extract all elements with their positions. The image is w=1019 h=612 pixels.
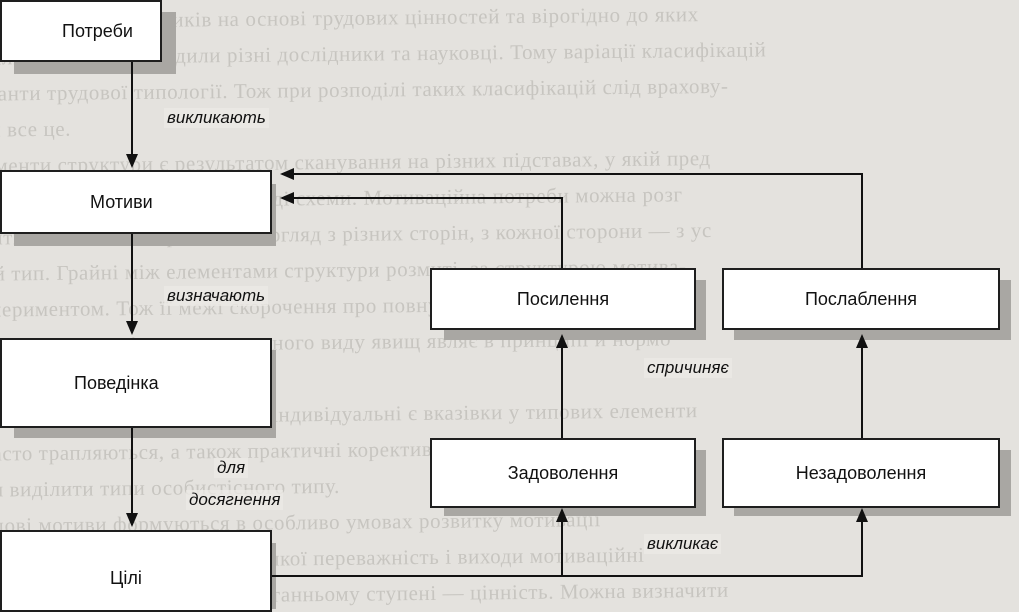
node-nezadovolennia: Незадоволення <box>722 438 1000 508</box>
node-posylennia: Посилення <box>430 268 696 330</box>
edge-label-vyznachaiut: визначають <box>164 286 269 306</box>
node-poslablennia-label: Послаблення <box>804 288 918 309</box>
node-tsili-label: Цілі <box>110 567 142 588</box>
edge-label-dosiahnennia: досягнення <box>186 490 284 510</box>
node-potreby: Потреби <box>0 0 162 62</box>
feedback-poslablennia-to-motyvy <box>280 168 863 270</box>
node-zadovolennia-label: Задоволення <box>507 462 619 483</box>
node-povedinka: Поведінка <box>0 338 272 428</box>
node-tsili: Цілі <box>0 530 272 612</box>
feedback-posylennia-to-motyvy <box>280 192 563 270</box>
node-nezadovolennia-label: Незадоволення <box>795 462 927 483</box>
branch-tsili-to-zadovolennia <box>272 508 568 577</box>
edge-label-vyklykaiut: викликають <box>164 108 269 128</box>
edge-label-spryshyniaie: спричиняє <box>644 358 732 378</box>
node-posylennia-label: Посилення <box>516 288 610 309</box>
edge-label-dlia: для <box>214 458 249 478</box>
node-poslablennia: Послаблення <box>722 268 1000 330</box>
node-povedinka-label: Поведінка <box>74 372 159 393</box>
node-motyvy: Мотиви <box>0 170 272 234</box>
node-motyvy-label: Мотиви <box>90 191 153 212</box>
node-zadovolennia: Задоволення <box>430 438 696 508</box>
node-potreby-label: Потреби <box>62 20 133 41</box>
branch-tsili-to-nezadovolennia <box>562 508 868 577</box>
edge-label-vyklykaie: викликає <box>644 534 722 554</box>
